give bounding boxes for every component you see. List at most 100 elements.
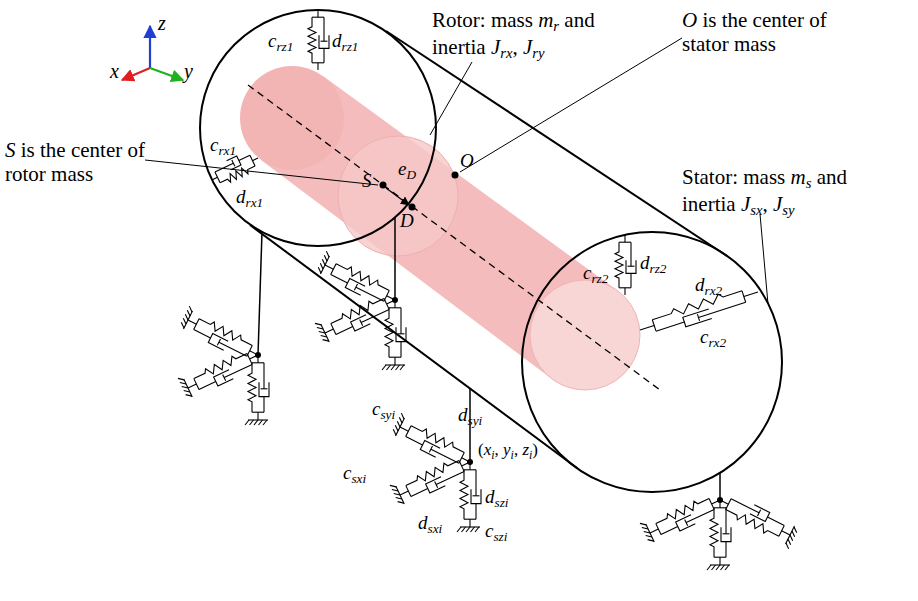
spring-damper-part — [250, 420, 254, 425]
spring-damper-part — [390, 485, 396, 486]
spring-damper-part — [714, 557, 726, 558]
stator-outline — [386, 31, 727, 256]
spring-damper-part — [320, 263, 323, 269]
spring-damper-part — [184, 391, 190, 392]
spring-damper-part — [398, 333, 405, 334]
spring-damper-part — [396, 365, 400, 370]
spring-damper-part — [457, 527, 461, 532]
spring-damper-part — [475, 470, 476, 496]
spring-damper-part — [396, 498, 402, 499]
spring-damper-part — [744, 292, 758, 297]
spring-damper-part — [464, 519, 476, 520]
spring-damper-part — [469, 519, 470, 527]
symbol-label: drx1 — [236, 186, 263, 210]
axis-arrow — [122, 68, 150, 80]
spring-damper-part — [180, 382, 186, 383]
spring-damper-part — [786, 543, 789, 549]
support-point — [467, 459, 473, 465]
spring-damper-part — [252, 158, 258, 161]
spring-damper-part — [250, 155, 255, 166]
spring-damper-part — [779, 525, 784, 536]
spring-damper-part — [685, 519, 688, 525]
spring-damper-part — [475, 527, 479, 532]
spring-damper-part — [194, 319, 199, 330]
symbol-label: drz1 — [332, 30, 359, 54]
spring-damper-part — [792, 531, 795, 537]
symbol-label: csyi — [372, 398, 395, 422]
spring-damper-part — [312, 17, 324, 18]
spring-damper-part — [471, 527, 475, 532]
spring-damper-part — [725, 542, 726, 558]
spring-damper-part — [182, 387, 188, 388]
spring-damper-part — [697, 314, 699, 321]
spring-damper-part — [385, 308, 393, 357]
spring-damper-part — [212, 177, 218, 180]
spring-damper-part — [188, 384, 196, 388]
spring-damper-part — [331, 324, 336, 335]
spring-damper-part — [656, 322, 684, 331]
spring-damper-part — [400, 427, 408, 431]
spring-damper-part — [723, 533, 730, 534]
spring-damper-part — [356, 287, 384, 301]
spring-damper-part — [391, 365, 395, 370]
description-label: S is the center of rotor mass — [5, 138, 155, 186]
spring-damper-part — [435, 481, 438, 487]
spring-damper-part — [406, 437, 423, 445]
spring-damper-part — [397, 421, 400, 427]
spring-damper-part — [710, 508, 718, 557]
spring-damper-part — [406, 486, 411, 497]
axis-arrow — [149, 26, 151, 68]
spring-damper-part — [185, 314, 188, 320]
spring-damper-part — [208, 333, 228, 350]
spring-damper-part — [326, 251, 329, 257]
spring-damper-part — [400, 342, 401, 358]
spring-damper-part — [351, 315, 371, 331]
spring-damper-part — [398, 502, 404, 503]
spring-damper-part — [184, 311, 193, 329]
rotor-axis — [248, 85, 660, 390]
spring-damper-part — [245, 420, 249, 425]
spring-damper-part — [640, 325, 654, 330]
spring-damper — [457, 462, 481, 532]
spring-damper — [707, 500, 731, 570]
symbol-label: dszi — [485, 486, 509, 510]
spring-damper-part — [325, 265, 333, 269]
description-label: O is the center of stator mass — [682, 8, 832, 56]
spring-damper — [640, 499, 720, 543]
spring-damper-part — [475, 504, 476, 520]
spring-damper-part — [254, 420, 258, 425]
spring-damper-part — [259, 420, 263, 425]
spring-damper-part — [194, 354, 247, 379]
spring-damper-part — [393, 429, 396, 435]
spring-damper-part — [315, 323, 321, 324]
spring-damper-part — [656, 524, 661, 535]
spring-damper-part — [626, 260, 636, 273]
spring-damper-part — [788, 539, 791, 545]
spring-damper-part — [215, 163, 233, 172]
symbol-label: y — [184, 60, 193, 83]
spring-damper-part — [183, 318, 186, 324]
spring-damper-part — [648, 540, 654, 541]
center-point — [452, 172, 459, 179]
spring-damper-part — [400, 308, 401, 334]
spring-damper-part — [758, 510, 761, 516]
spring-damper-part — [219, 342, 247, 356]
spring-damper-part — [714, 507, 726, 508]
spring-damper-part — [782, 531, 790, 535]
spring-damper-part — [360, 319, 363, 325]
spring-damper-part — [726, 510, 779, 537]
spring-damper-part — [323, 340, 329, 341]
spring-damper-part — [394, 494, 400, 495]
spring-damper-part — [716, 565, 720, 570]
spring-damper-part — [750, 505, 770, 522]
spring-damper-part — [239, 155, 250, 160]
spring-damper-part — [794, 527, 797, 533]
spring-damper-part — [319, 332, 325, 333]
spring-damper-part — [227, 156, 241, 170]
spring-damper-part — [188, 320, 196, 324]
center-point — [409, 204, 416, 211]
spring-damper-part — [394, 357, 395, 365]
spring-damper-part — [707, 565, 711, 570]
support-point — [255, 352, 261, 358]
